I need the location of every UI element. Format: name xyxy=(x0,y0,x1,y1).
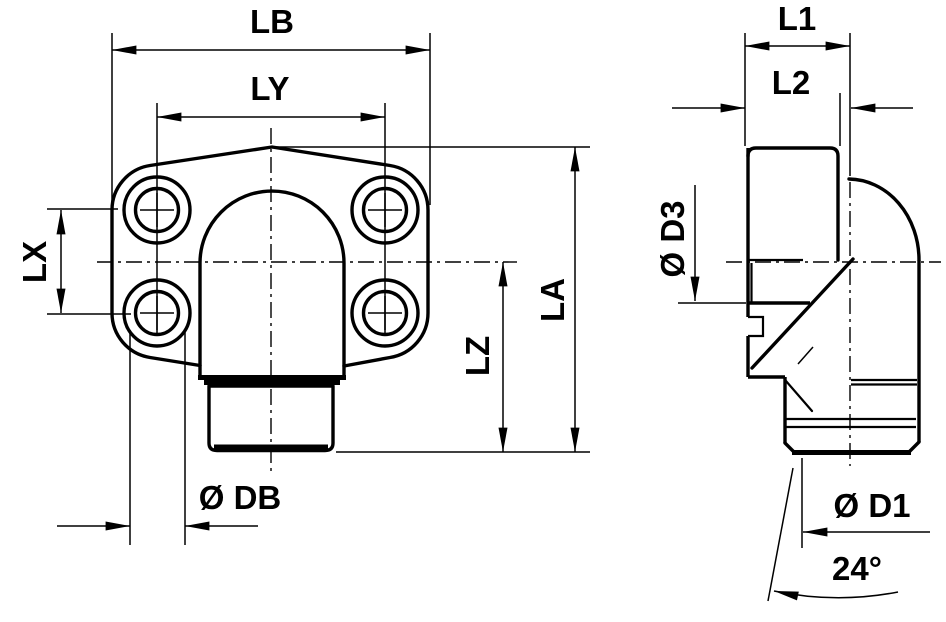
dimension-label-LX: LX xyxy=(16,241,53,283)
oring-groove xyxy=(748,315,765,338)
elbow-dome-outline xyxy=(198,189,346,379)
dimension-LA: LA xyxy=(272,146,590,453)
dimension-label-LB: LB xyxy=(250,3,294,40)
dimension-L2: L2 xyxy=(672,64,913,146)
dimension-label-LA: LA xyxy=(534,278,571,322)
side-view: L1 L2 Ø D3 Ø D1 24° xyxy=(654,0,941,602)
inner-bore-edge xyxy=(797,346,814,365)
elbow-outer-arc xyxy=(847,177,921,262)
dimension-label-D1: Ø D1 xyxy=(833,487,910,524)
dimension-label-L1: L1 xyxy=(778,0,817,37)
angle-arc xyxy=(773,590,899,601)
port-outline-front xyxy=(207,384,335,453)
dimension-D1: Ø D1 xyxy=(801,458,930,548)
dimension-cone-angle: 24° xyxy=(767,467,899,602)
dimension-DB: Ø DB xyxy=(57,330,281,545)
dimension-D3: Ø D3 xyxy=(654,185,746,304)
dimension-label-D3: Ø D3 xyxy=(654,200,691,277)
cone-transition-edge xyxy=(750,257,855,370)
dimension-label-DB: Ø DB xyxy=(199,479,282,516)
dimension-LB: LB xyxy=(111,3,431,205)
dimension-label-LZ: LZ xyxy=(459,336,496,376)
dimension-L1: L1 xyxy=(744,0,851,176)
dimension-label-L2: L2 xyxy=(772,64,811,101)
dimension-LX: LX xyxy=(16,208,131,315)
dimension-label-cone-angle: 24° xyxy=(832,550,882,587)
dimension-LZ: LZ xyxy=(459,261,508,453)
front-view: LB LY LX Ø DB LZ xyxy=(16,3,590,545)
angle-reference-line xyxy=(767,467,794,602)
body-top-right-outline xyxy=(746,146,840,262)
thread-chamfer-edge xyxy=(784,379,814,413)
dimension-label-LY: LY xyxy=(250,70,289,107)
dimension-LY: LY xyxy=(156,70,386,336)
